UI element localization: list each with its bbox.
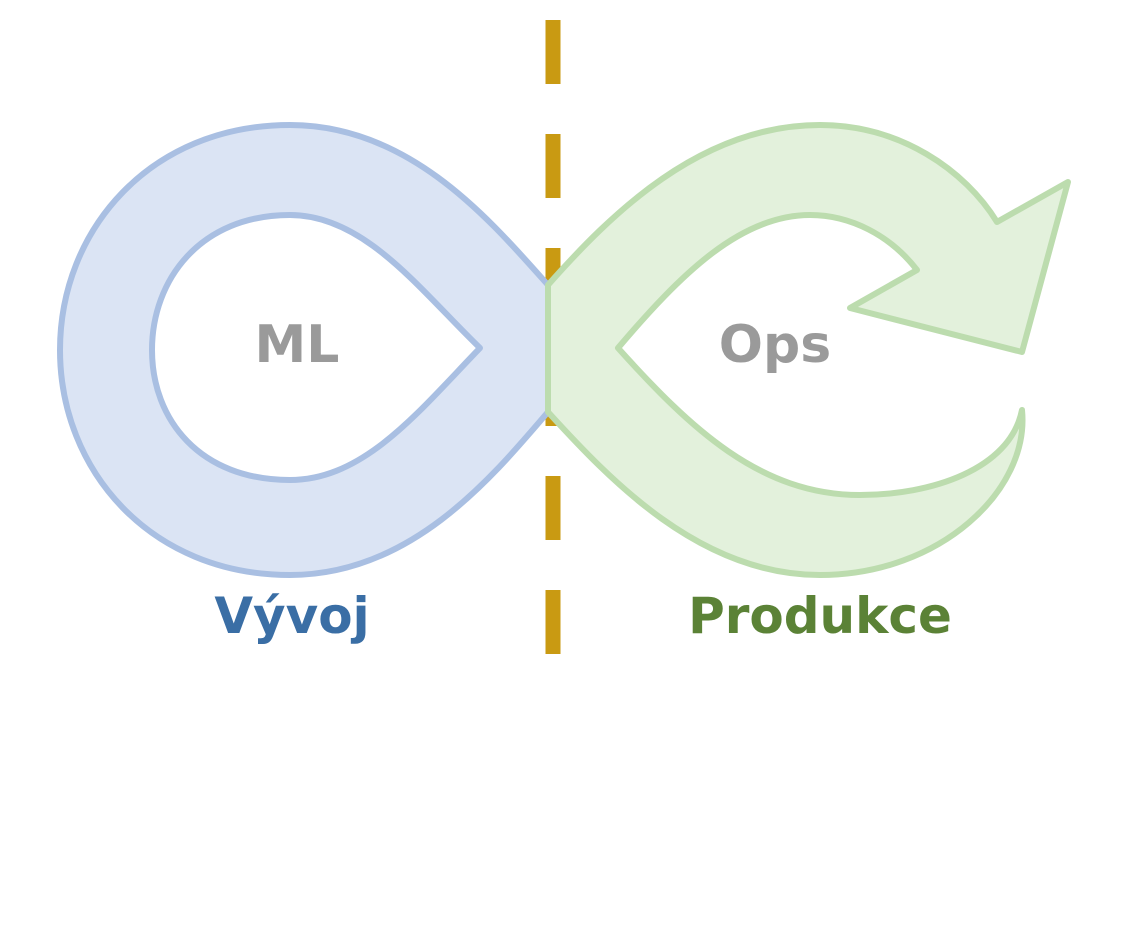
- production-caption: Produkce: [688, 587, 952, 645]
- ops-label: Ops: [719, 315, 831, 375]
- development-caption: Vývoj: [214, 587, 369, 645]
- right-loop-arrow-shape: [545, 122, 1071, 578]
- left-loop-shape: [57, 122, 551, 578]
- ml-label: ML: [255, 315, 340, 375]
